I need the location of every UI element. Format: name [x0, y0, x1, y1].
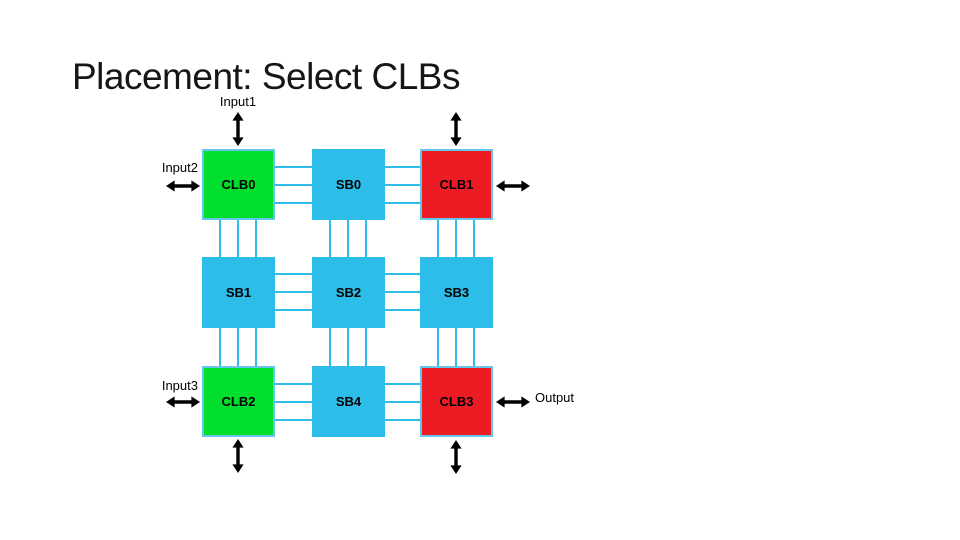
input3-double-arrow-icon	[166, 396, 200, 408]
box-label: SB2	[335, 285, 362, 300]
box-label: CLB1	[439, 177, 474, 192]
wire-bundle-horizontal	[384, 273, 422, 311]
wire-bundle-horizontal	[384, 383, 422, 421]
input2-label: Input2	[161, 160, 198, 175]
wire-bundle-vertical	[329, 327, 367, 368]
box-label: SB4	[335, 394, 362, 409]
clb2-bottom-double-arrow-icon	[232, 439, 244, 473]
box-label: SB1	[225, 285, 252, 300]
output-label: Output	[535, 390, 575, 405]
input1-double-arrow-icon	[232, 112, 244, 146]
box-sb3: SB3	[420, 257, 493, 328]
wire-bundle-vertical	[219, 219, 257, 259]
box-clb3: CLB3	[420, 366, 493, 437]
slide-title: Placement: Select CLBs	[72, 56, 460, 97]
box-label: CLB0	[221, 177, 256, 192]
box-label: SB3	[443, 285, 470, 300]
box-label: CLB2	[221, 394, 256, 409]
output-double-arrow-icon	[496, 396, 530, 408]
wire-bundle-horizontal	[384, 166, 422, 204]
wire-bundle-vertical	[437, 327, 475, 368]
wire-bundle-horizontal	[274, 273, 314, 311]
input3-label: Input3	[161, 378, 198, 393]
box-clb0: CLB0	[202, 149, 275, 220]
wire-bundle-horizontal	[274, 383, 314, 421]
wire-bundle-vertical	[437, 219, 475, 259]
wire-bundle-vertical	[329, 219, 367, 259]
wire-bundle-horizontal	[274, 166, 314, 204]
box-sb2: SB2	[312, 257, 385, 328]
box-sb1: SB1	[202, 257, 275, 328]
box-sb0: SB0	[312, 149, 385, 220]
clb1-right-double-arrow-icon	[496, 180, 530, 192]
input2-double-arrow-icon	[166, 180, 200, 192]
input1-label: Input1	[219, 94, 257, 109]
box-label: CLB3	[439, 394, 474, 409]
wire-bundle-vertical	[219, 327, 257, 368]
box-sb4: SB4	[312, 366, 385, 437]
box-clb1: CLB1	[420, 149, 493, 220]
box-label: SB0	[335, 177, 362, 192]
box-clb2: CLB2	[202, 366, 275, 437]
clb3-bottom-double-arrow-icon	[450, 440, 462, 474]
clb1-top-double-arrow-icon	[450, 112, 462, 146]
